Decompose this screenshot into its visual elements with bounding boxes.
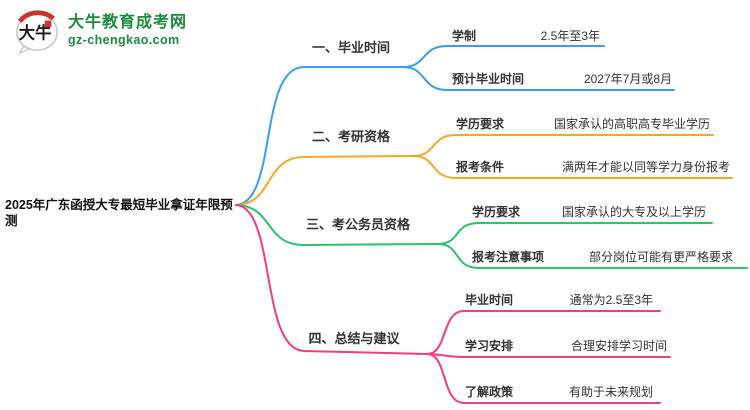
branch-2-label: 二、考研资格 bbox=[311, 129, 390, 144]
leaf-node: 报考条件 满两年才能以同等学力身份报考 bbox=[456, 159, 730, 175]
leaf-value: 合理安排学习时间 bbox=[570, 339, 667, 353]
site-name: 大牛教育成考网 bbox=[68, 13, 188, 31]
branch-4-child-1-line bbox=[426, 310, 661, 355]
leaf-key: 学历要求 bbox=[456, 117, 505, 131]
leaf-key: 学历要求 bbox=[472, 205, 521, 219]
branch-2-main-line bbox=[235, 155, 414, 206]
leaf-value: 2027年7月或8月 bbox=[583, 72, 672, 86]
leaf-value: 有助于未来规划 bbox=[568, 385, 653, 399]
branch-3-label: 三、考公务员资格 bbox=[305, 217, 410, 232]
branch-2-child-2-line bbox=[412, 155, 733, 179]
leaf-value: 国家承认的大专及以上学历 bbox=[561, 205, 706, 219]
leaf-node: 学历要求 国家承认的高职高专毕业学历 bbox=[456, 116, 710, 132]
leaf-node: 学历要求 国家承认的大专及以上学历 bbox=[472, 204, 706, 220]
leaf-node: 学习安排 合理安排学习时间 bbox=[465, 338, 667, 354]
logo-bubble-icon: 大牛 bbox=[16, 10, 58, 54]
leaf-key: 报考条件 bbox=[456, 160, 505, 174]
leaf-node: 预计毕业时间 2027年7月或8月 bbox=[452, 71, 672, 87]
branch-4-child-3-line bbox=[426, 353, 661, 404]
branch-3-child-2-line bbox=[437, 243, 748, 269]
branch-3-child-1-line bbox=[437, 222, 713, 245]
site-domain: gz-chengkao.com bbox=[68, 33, 180, 48]
branch-4-label: 四、总结与建议 bbox=[308, 331, 400, 346]
leaf-key: 学习安排 bbox=[465, 339, 514, 353]
logo-mark-text: 大牛 bbox=[19, 24, 52, 43]
leaf-node: 毕业时间 通常为2.5至3年 bbox=[465, 292, 653, 308]
branch-2-child-1-line bbox=[412, 134, 714, 157]
leaf-value: 2.5年至3年 bbox=[540, 29, 600, 43]
leaf-key: 学制 bbox=[452, 29, 477, 43]
branch-1-child-2-line bbox=[402, 66, 675, 91]
leaf-node: 学制 2.5年至3年 bbox=[452, 28, 600, 44]
branch-4-main-line bbox=[235, 204, 428, 355]
leaf-key: 毕业时间 bbox=[465, 293, 514, 307]
leaf-key: 预计毕业时间 bbox=[452, 72, 525, 86]
leaf-key: 了解政策 bbox=[465, 385, 514, 399]
leaf-node: 了解政策 有助于未来规划 bbox=[465, 384, 653, 400]
branch-3-main-line bbox=[235, 204, 439, 247]
leaf-node: 报考注意事项 部分岗位可能有更严格要求 bbox=[472, 249, 733, 265]
leaf-key: 报考注意事项 bbox=[472, 250, 545, 264]
branch-1-label: 一、毕业时间 bbox=[311, 40, 390, 55]
site-logo: 大牛 大牛教育成考网 gz-chengkao.com bbox=[14, 8, 187, 54]
leaf-value: 国家承认的高职高专毕业学历 bbox=[553, 117, 710, 131]
leaf-value: 部分岗位可能有更严格要求 bbox=[588, 250, 733, 264]
leaf-value: 通常为2.5至3年 bbox=[569, 293, 653, 307]
central-topic: 2025年广东函授大专最短毕业拿证年限预测 bbox=[5, 198, 233, 228]
branch-1-child-1-line bbox=[402, 45, 605, 68]
branch-4-child-2-line bbox=[426, 353, 671, 358]
leaf-value: 满两年才能以同等学力身份报考 bbox=[561, 160, 730, 174]
branch-1-main-line bbox=[235, 66, 404, 206]
